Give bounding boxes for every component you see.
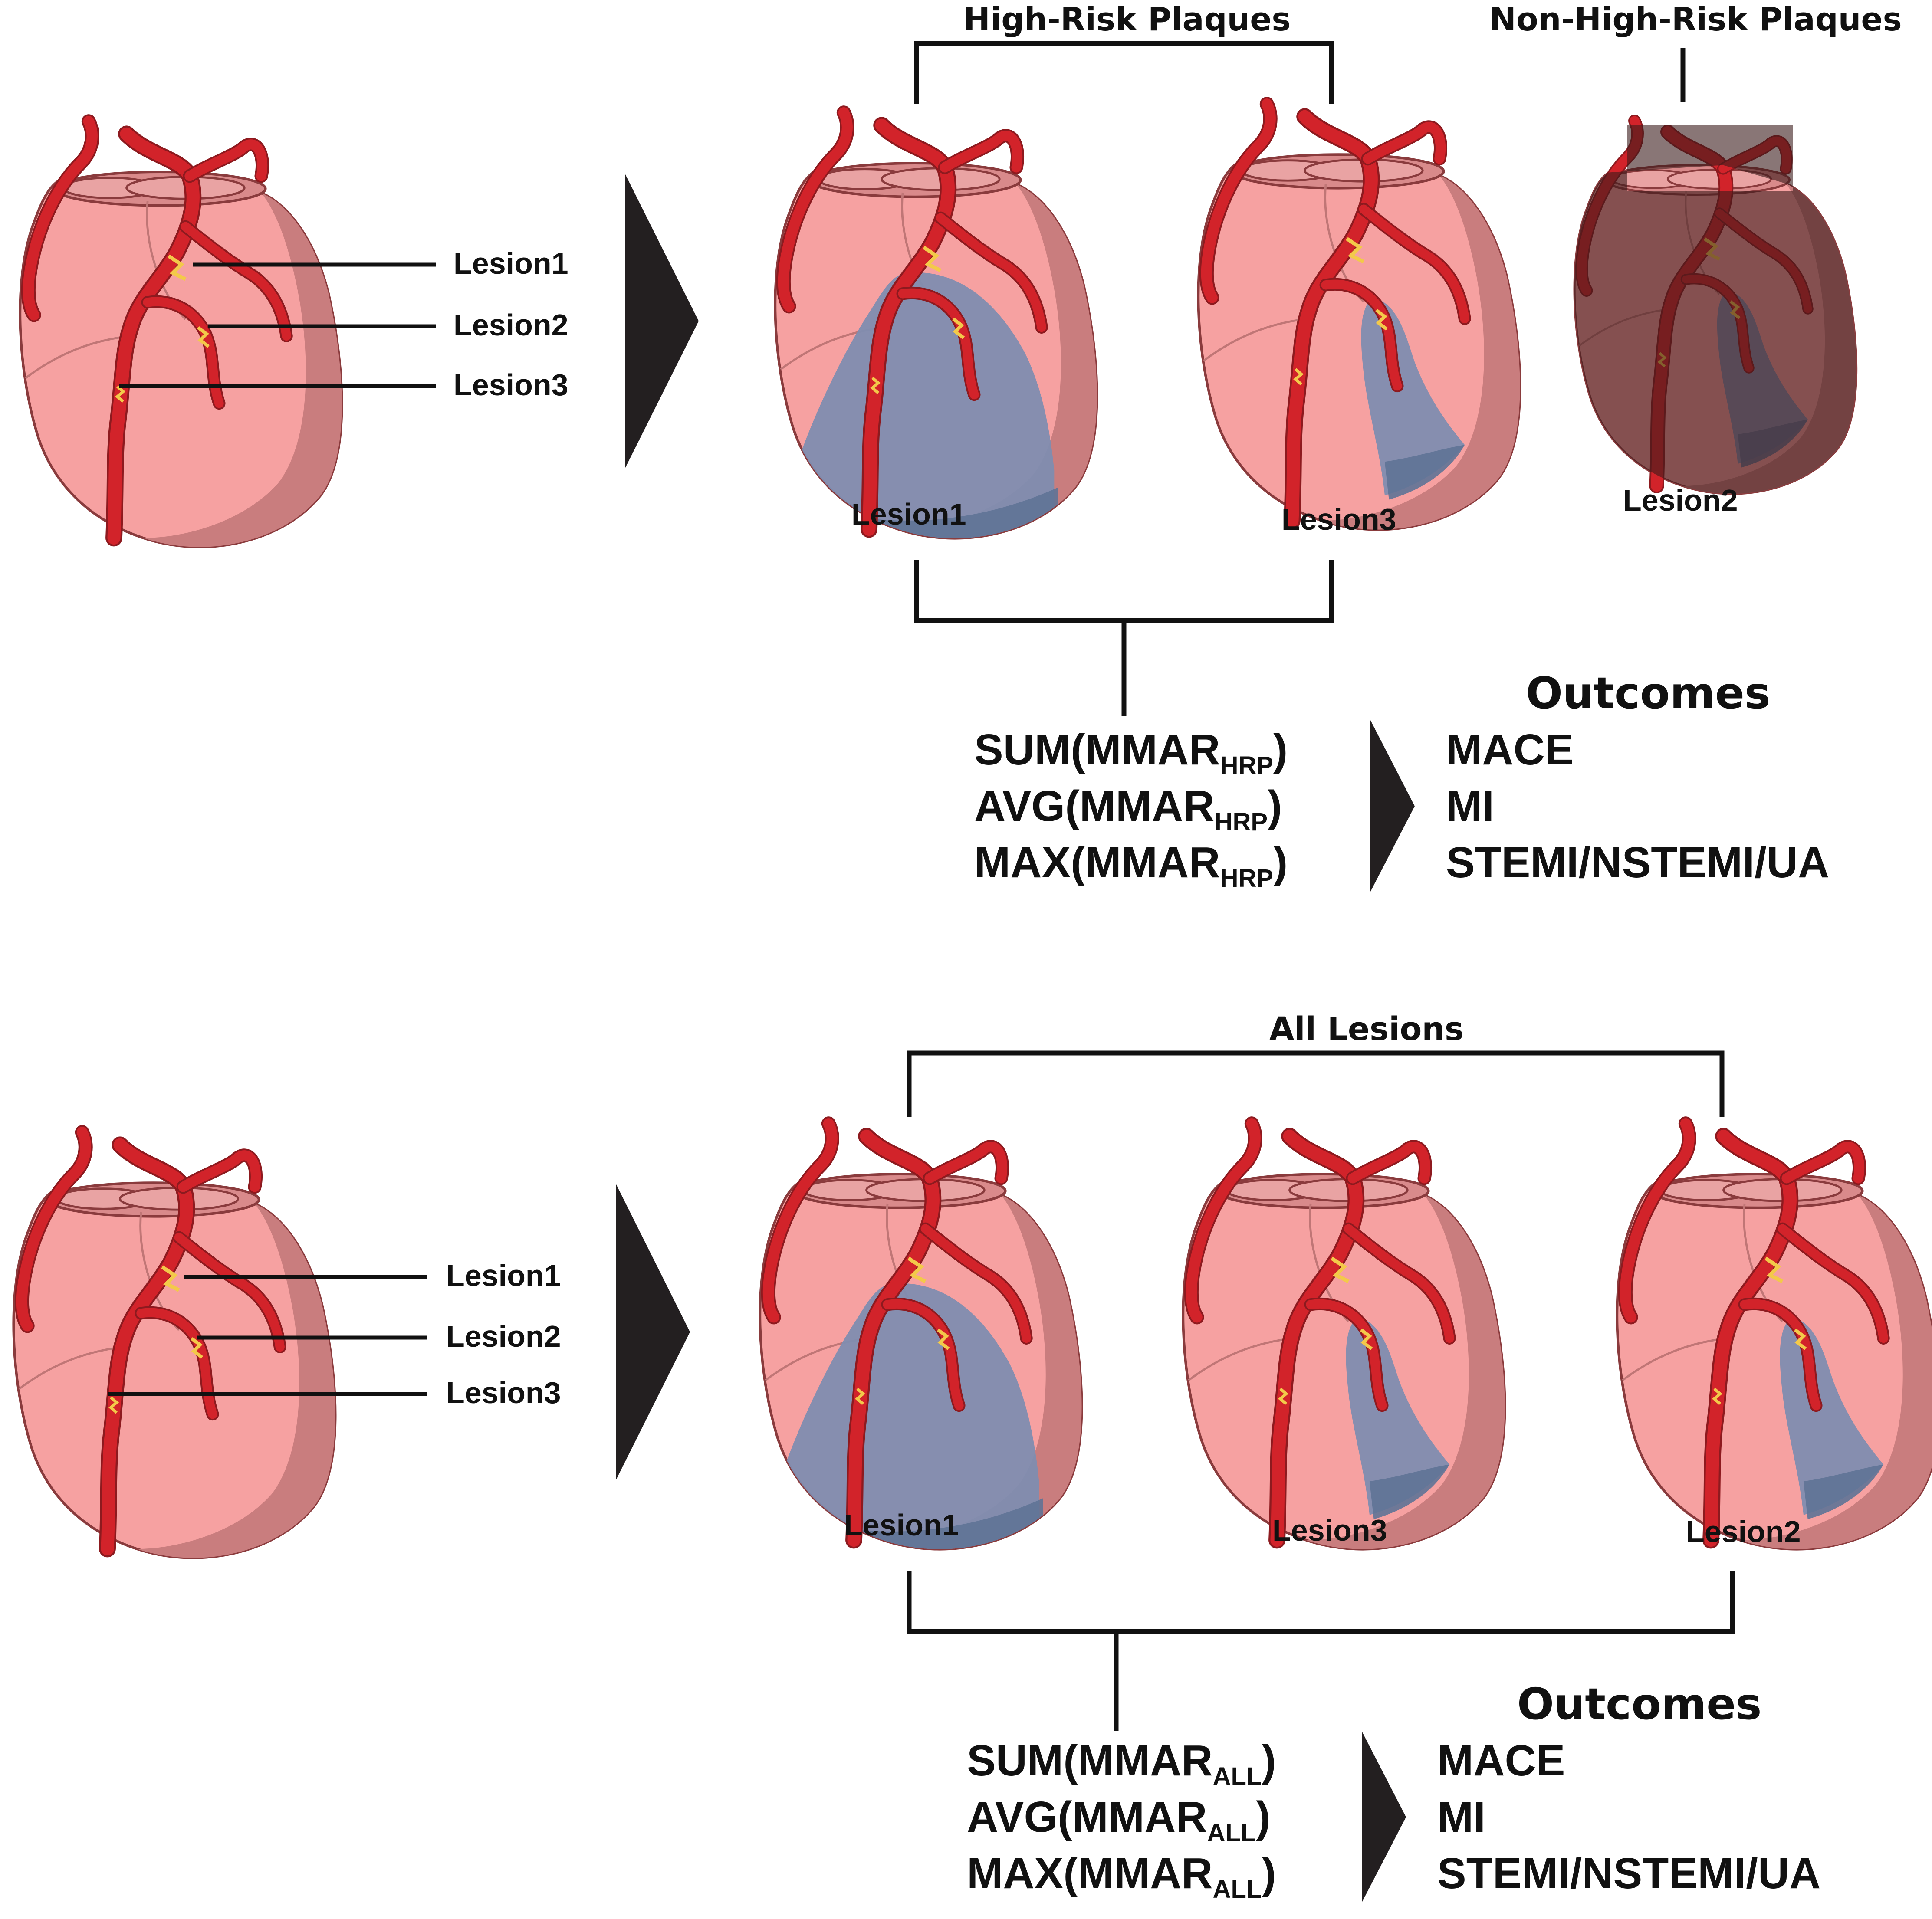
bottom-heart-label-lesion2: Lesion2 [1686, 1515, 1801, 1548]
top-main-arrow [625, 174, 699, 469]
bottom-metric-max: MAX(MMARALL) [967, 1849, 1276, 1903]
top-metric-max: MAX(MMARHRP) [974, 838, 1288, 892]
top-hrp-label: High-Risk Plaques [963, 1, 1291, 38]
top-non-hrp-label: Non-High-Risk Plaques [1489, 1, 1902, 38]
bottom-all-label: All Lesions [1269, 1010, 1464, 1048]
top-outcome-arrow [1370, 720, 1415, 892]
bottom-metrics-bracket [907, 1571, 1735, 1731]
top-callout-lesion1: Lesion1 [453, 246, 568, 280]
bottom-all-bracket [907, 1050, 1725, 1117]
top-metric-sum: SUM(MMARHRP) [974, 725, 1288, 780]
top-outcome-acs: STEMI/NSTEMI/UA [1446, 838, 1830, 887]
bottom-heart-label-lesion3: Lesion3 [1272, 1513, 1387, 1547]
top-outcome-mi: MI [1446, 782, 1495, 830]
bottom-heart-lesion3 [1183, 1124, 1505, 1549]
bottom-lesion-callout-lines [108, 1275, 427, 1396]
bottom-callout-lesion2: Lesion2 [446, 1319, 561, 1353]
bottom-heart-lesion2 [1617, 1124, 1932, 1549]
top-source-heart [20, 121, 342, 547]
top-heart-lesion2-dimmed [1574, 121, 1856, 494]
top-outcomes-title: Outcomes [1526, 668, 1771, 718]
top-callout-lesion3: Lesion3 [453, 368, 568, 402]
top-heart-label-lesion2: Lesion2 [1623, 483, 1738, 517]
top-heart-label-lesion1: Lesion1 [851, 497, 966, 531]
top-outcome-mace: MACE [1446, 725, 1574, 774]
top-hrp-bracket [914, 41, 1334, 104]
bottom-outcomes-title: Outcomes [1517, 1679, 1762, 1729]
bottom-metric-avg: AVG(MMARALL) [967, 1793, 1271, 1847]
top-heart-label-lesion3: Lesion3 [1281, 502, 1396, 536]
bottom-outcome-mi: MI [1437, 1793, 1486, 1841]
top-callout-lesion2: Lesion2 [453, 308, 568, 342]
bottom-callout-lesion3: Lesion3 [446, 1376, 561, 1410]
top-lesion-callout-lines [119, 262, 436, 388]
top-metric-avg: AVG(MMARHRP) [974, 782, 1282, 836]
bottom-outcome-arrow [1362, 1731, 1406, 1903]
bottom-source-heart [13, 1132, 335, 1558]
bottom-heart-label-lesion1: Lesion1 [844, 1508, 959, 1542]
top-metrics-bracket [914, 560, 1334, 716]
bottom-outcome-mace: MACE [1437, 1736, 1565, 1785]
top-heart-lesion3 [1198, 104, 1520, 530]
bottom-callout-lesion1: Lesion1 [446, 1259, 561, 1292]
bottom-metric-sum: SUM(MMARALL) [967, 1736, 1276, 1791]
bottom-outcome-acs: STEMI/NSTEMI/UA [1437, 1849, 1821, 1898]
bottom-main-arrow [616, 1184, 690, 1479]
